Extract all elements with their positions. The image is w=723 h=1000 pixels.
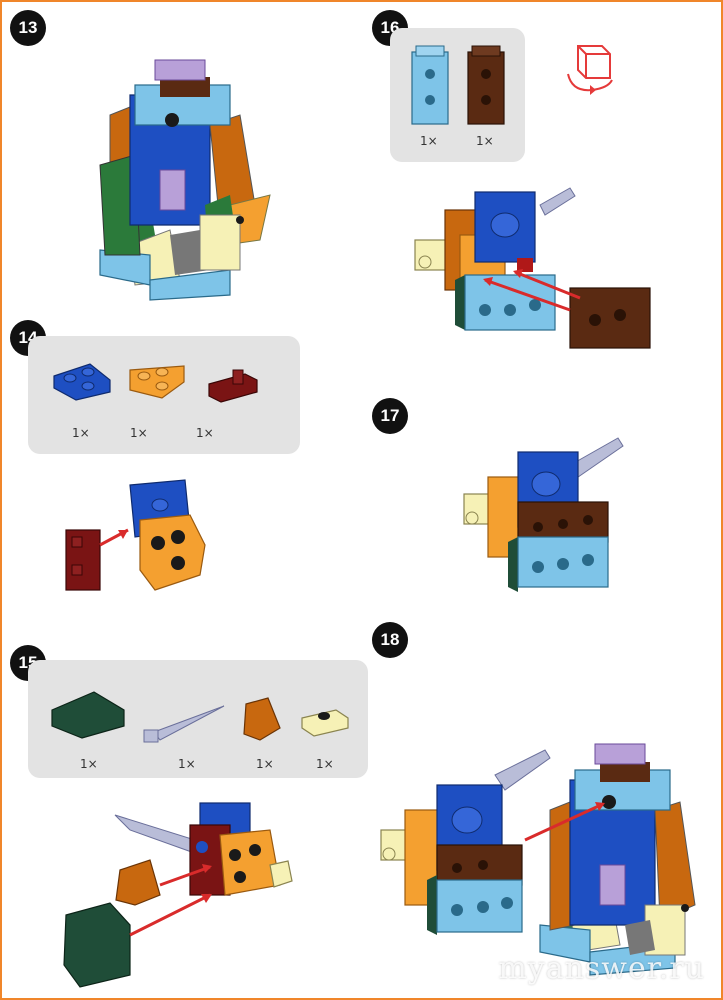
step-13-model <box>99 59 271 301</box>
rotate-model-icon <box>567 45 613 95</box>
step-17-model <box>463 437 624 592</box>
step-14-qty-1: 1× <box>72 426 90 440</box>
step-18-number: 18 <box>372 622 408 658</box>
step-16-assembly <box>414 187 651 349</box>
step-15-qty-4: 1× <box>316 757 334 771</box>
step-13-number: 13 <box>10 10 46 46</box>
step-16-qty-1: 1× <box>420 134 438 148</box>
step-15-qty-2: 1× <box>178 757 196 771</box>
step-16-qty-2: 1× <box>476 134 494 148</box>
part-dark-green-slope <box>51 691 125 739</box>
step-14-assembly <box>65 479 206 591</box>
part-dark-red-bracket <box>208 369 258 403</box>
step-15-assembly <box>63 802 293 988</box>
part-blue-wedge-plate <box>53 363 111 401</box>
step-14-qty-2: 1× <box>130 426 148 440</box>
step-17-number: 17 <box>372 398 408 434</box>
watermark: myanswer.ru <box>498 951 705 986</box>
part-orange-wedge-plate <box>129 365 185 399</box>
step-15-qty-3: 1× <box>256 757 274 771</box>
part-silver-blade <box>143 705 225 743</box>
step-18-assembly <box>380 743 696 976</box>
step-14-qty-3: 1× <box>196 426 214 440</box>
step-15-qty-1: 1× <box>80 757 98 771</box>
part-light-blue-technic-brick <box>411 45 449 125</box>
part-pale-yellow-clip-plate <box>301 709 349 737</box>
part-brown-brick <box>467 45 505 125</box>
part-dark-orange-slope <box>243 697 281 741</box>
step-18-body-model <box>539 743 696 976</box>
